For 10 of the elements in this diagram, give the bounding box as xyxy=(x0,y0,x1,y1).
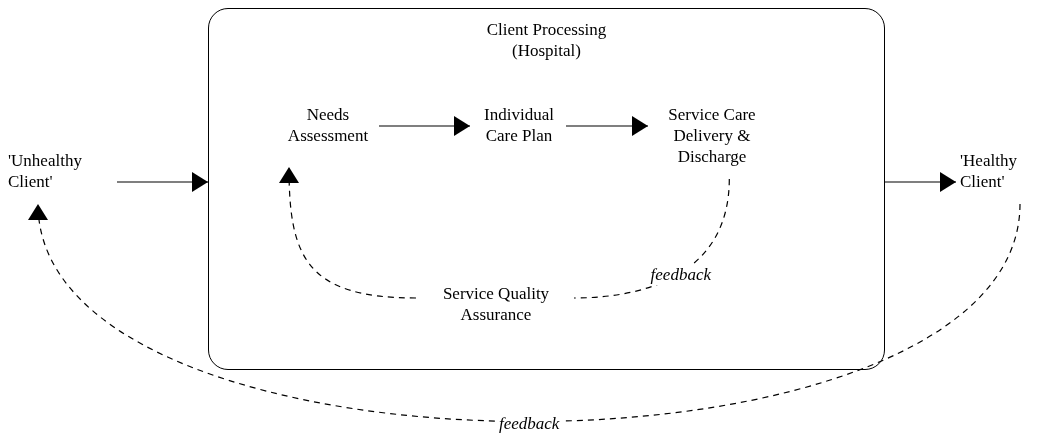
arrow xyxy=(565,116,649,136)
node-label: Individual Care Plan xyxy=(483,104,555,146)
container-title: Client Processing (Hospital) xyxy=(485,19,608,61)
arrow xyxy=(116,172,209,192)
arrow xyxy=(884,172,957,192)
node-label: Service Care Delivery & Discharge xyxy=(667,104,757,167)
node-label: Needs Assessment xyxy=(286,104,370,146)
node-label: 'Healthy Client' xyxy=(960,150,1018,192)
arrow xyxy=(378,116,471,136)
node-label: 'Unhealthy Client' xyxy=(8,150,83,192)
